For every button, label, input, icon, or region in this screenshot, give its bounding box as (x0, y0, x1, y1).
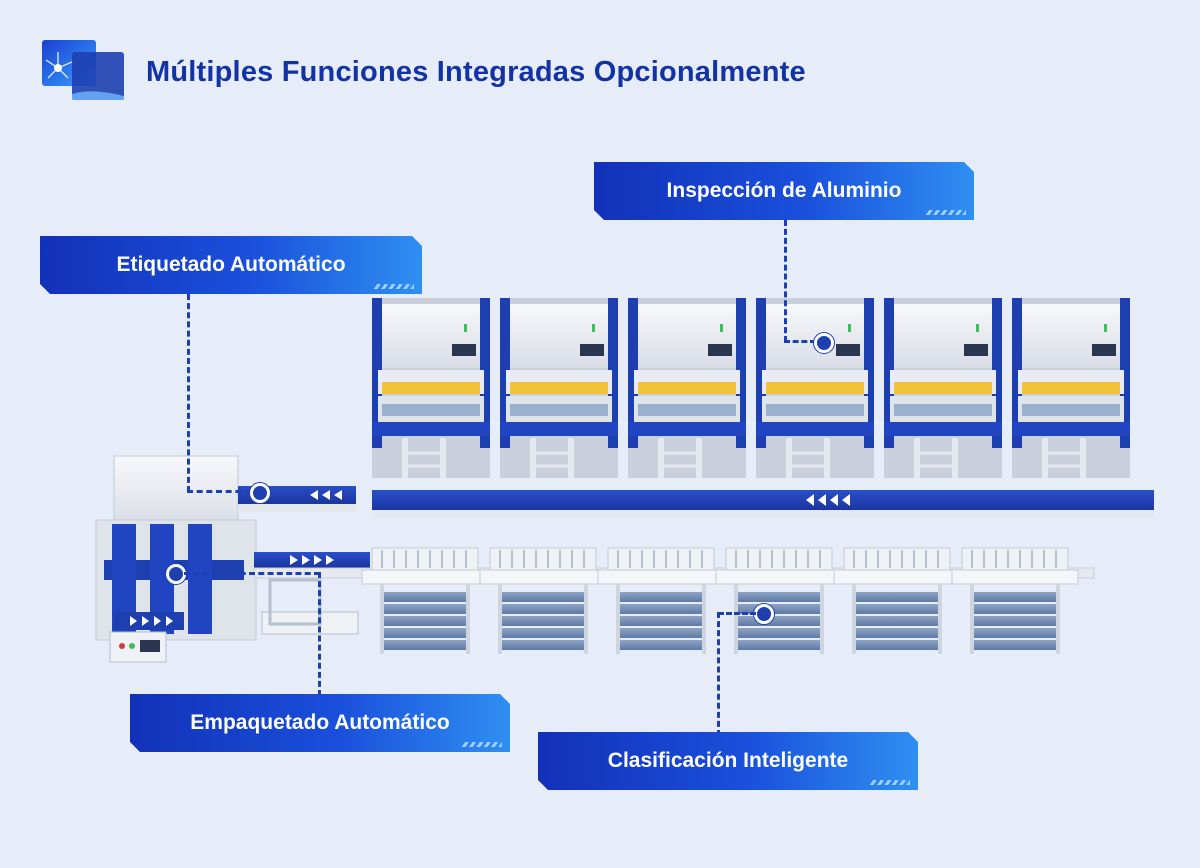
packaging-marker[interactable] (166, 564, 186, 584)
callout-labeling: Etiquetado Automático (40, 236, 422, 294)
labeling-leader-line (187, 490, 251, 493)
sorting-leader-line (718, 612, 756, 615)
inspection-leader-line (784, 340, 816, 343)
sorting-marker[interactable] (754, 604, 774, 624)
stripes-decoration (926, 210, 966, 215)
packaging-leader-line (184, 572, 320, 575)
inspection-leader-line (784, 220, 787, 342)
callout-inspection: Inspección de Aluminio (594, 162, 974, 220)
labeling-leader-line (187, 294, 190, 492)
sorting-leader-line (717, 612, 720, 736)
callout-labeling-label: Etiquetado Automático (116, 253, 346, 276)
labeling-marker[interactable] (250, 483, 270, 503)
callout-sorting-label: Clasificación Inteligente (607, 749, 849, 772)
callout-packaging-label: Empaquetado Automático (190, 711, 450, 734)
page-title: Múltiples Funciones Integradas Opcionalm… (146, 56, 806, 88)
inspection-marker[interactable] (814, 333, 834, 353)
stripes-decoration (374, 284, 414, 289)
callout-packaging: Empaquetado Automático (130, 694, 510, 752)
packaging-leader-line (318, 572, 321, 696)
laser-spark-icon (42, 40, 124, 100)
callout-sorting: Clasificación Inteligente (538, 732, 918, 790)
stripes-decoration (870, 780, 910, 785)
callout-inspection-label: Inspección de Aluminio (666, 179, 902, 202)
stripes-decoration (462, 742, 502, 747)
